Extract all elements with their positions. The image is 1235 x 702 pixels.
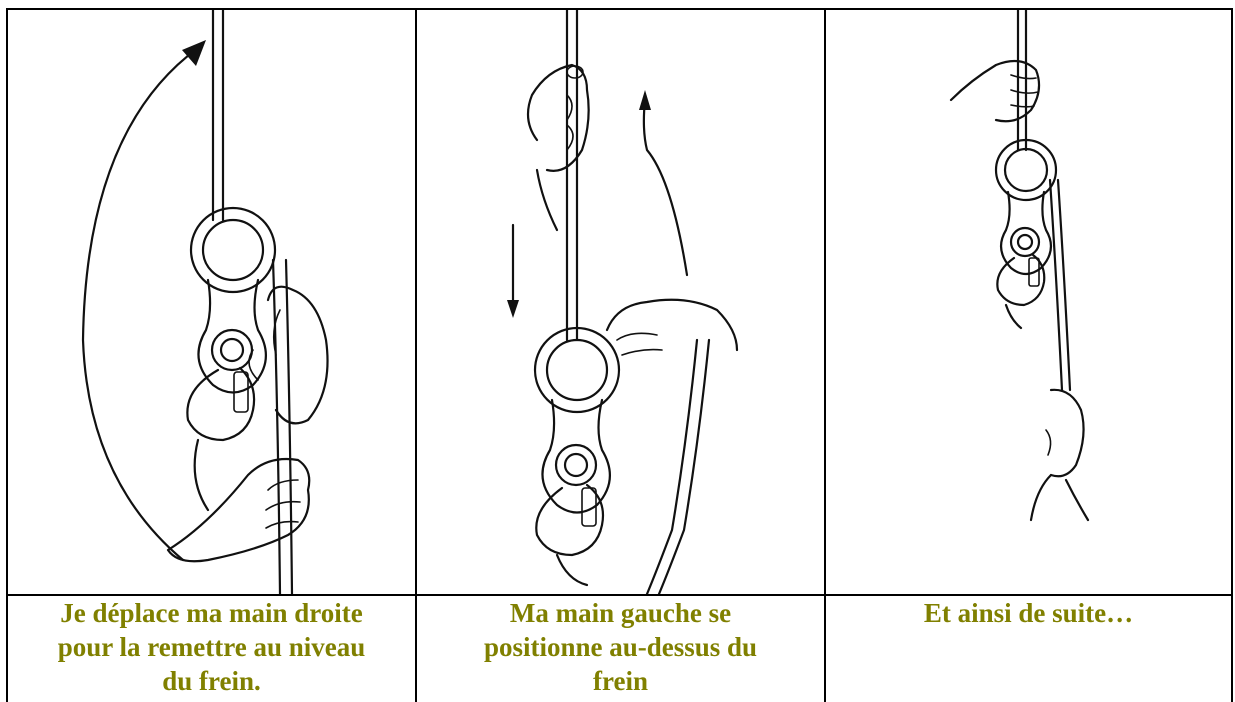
table-border-left xyxy=(6,8,8,702)
arrow-head-icon xyxy=(182,40,206,66)
table-border-right xyxy=(1231,8,1233,702)
panel-2-illustration xyxy=(417,10,824,594)
up-arrow-icon xyxy=(639,90,651,110)
caption-line: Je déplace ma main droite xyxy=(60,598,363,628)
panel-2-caption: Ma main gauche se positionne au-dessus d… xyxy=(417,596,824,702)
table-divider-1 xyxy=(415,8,417,702)
caption-line: Et ainsi de suite… xyxy=(923,598,1134,628)
descender-step-1-drawing xyxy=(81,10,329,594)
panel-3-illustration xyxy=(826,10,1231,594)
caption-line: frein xyxy=(593,666,648,696)
down-arrow-icon xyxy=(507,300,519,318)
panel-3-caption: Et ainsi de suite… xyxy=(826,596,1231,702)
panel-1-caption: Je déplace ma main droite pour la remett… xyxy=(8,596,415,702)
descender-step-2-drawing xyxy=(507,10,739,594)
caption-line: positionne au-dessus du xyxy=(483,632,758,662)
table-row-divider xyxy=(6,594,1233,596)
table-divider-2 xyxy=(824,8,826,702)
caption-line: Ma main gauche se xyxy=(509,598,732,628)
panel-1-illustration xyxy=(8,10,415,594)
caption-line: du frein. xyxy=(162,666,261,696)
caption-line: pour la remettre au niveau xyxy=(57,632,366,662)
descender-step-3-drawing xyxy=(949,10,1090,522)
